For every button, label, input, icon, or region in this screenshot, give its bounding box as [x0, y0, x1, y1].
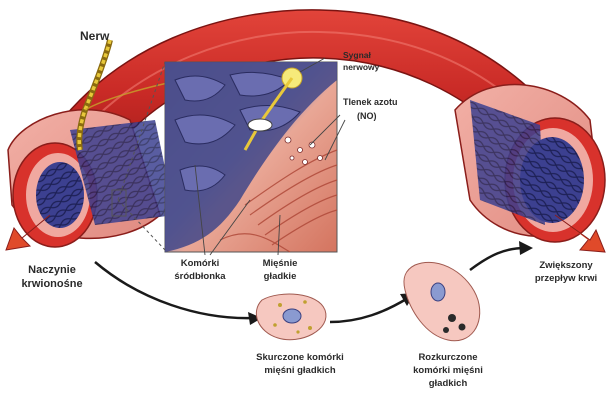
relaxed-label-line3: gładkich [429, 378, 468, 389]
left-vessel-section [8, 110, 175, 247]
no-label-line1: Tlenek azotu [343, 97, 398, 107]
smooth-muscle-label-line1: Mięśnie [263, 258, 298, 269]
flow-label-line2: przepływ krwi [535, 273, 597, 284]
right-vessel-section [455, 85, 605, 242]
vessel-label-line2: krwionośne [21, 278, 82, 290]
vessel-label-line1: Naczynie [28, 264, 76, 276]
relaxed-label-line1: Rozkurczone [418, 352, 477, 363]
endothelial-label-line1: Komórki [181, 258, 220, 269]
endothelial-label-line2: śródbłonka [174, 271, 226, 282]
flow-label-line1: Zwiększony [539, 260, 593, 271]
no-label-line2: (NO) [357, 111, 377, 121]
smooth-muscle-label-line2: gładkie [264, 271, 297, 282]
contracted-label-line2: mięśni gładkich [264, 365, 335, 376]
nerve-label: Nerw [80, 29, 110, 43]
signal-label-line1: Sygnał [343, 50, 372, 60]
smooth-muscle-cell-icon [256, 294, 326, 340]
relaxed-label-line2: komórki mięśni [413, 365, 483, 376]
contracted-label-line1: Skurczone komórki [256, 352, 344, 363]
signal-label-line2: nerwowy [343, 62, 380, 72]
smooth-muscle-cell-icon [404, 262, 480, 340]
